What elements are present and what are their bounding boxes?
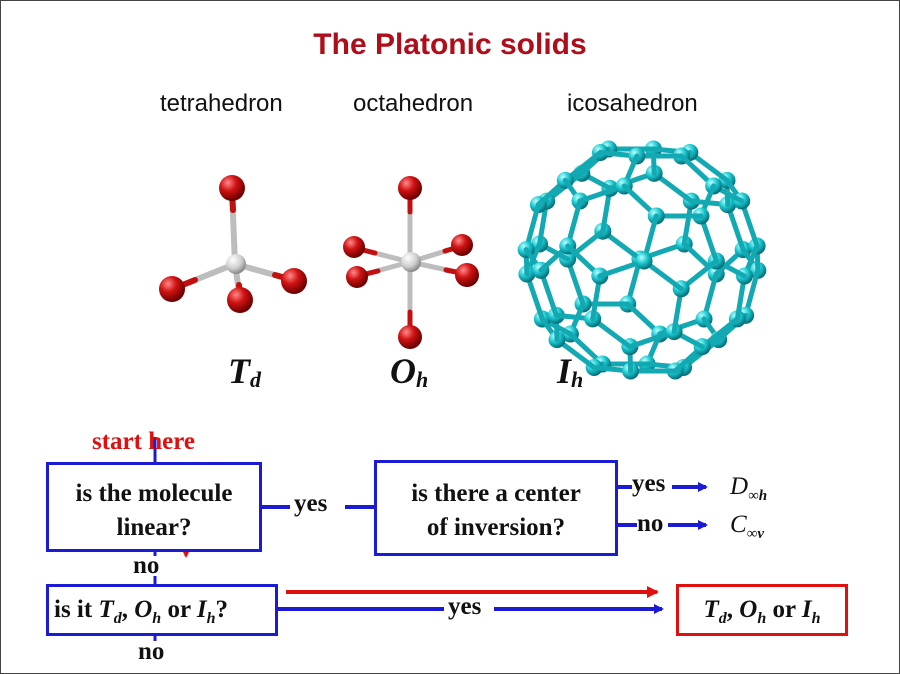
bucky-atom [635,252,653,270]
question-linear-box: is the molecule linear? [46,462,262,552]
octahedron-model [343,176,479,349]
no-label-linear: no [133,552,160,579]
slide-title: The Platonic solids [313,28,587,61]
symbol-oh: Oh [390,351,429,392]
label-octahedron: octahedron [353,90,474,117]
start-here-label: start here [92,428,195,455]
yes-label-inversion: yes [632,470,666,497]
no-label-inversion: no [637,510,664,537]
question-platonic-box: is it Td, Oh or Ih? [46,584,278,636]
question-linear-line2: linear? [116,514,192,541]
tetrahedron-model [159,175,307,313]
question-linear-line1: is the molecule [75,480,233,507]
molecule-models [159,140,767,380]
label-tetrahedron: tetrahedron [160,90,283,117]
yes-label-platonic: yes [448,593,482,620]
result-platonic-box: Td, Oh or Ih [676,584,848,636]
yes-label-linear: yes [294,490,328,517]
question-inversion-line1: is there a center [411,480,581,507]
no-label-platonic: no [138,638,165,665]
symbol-ih: Ih [557,351,584,392]
label-icosahedron: icosahedron [567,90,698,117]
question-inversion-line2: of inversion? [426,514,566,541]
icosahedron-model [517,140,767,380]
outcome-c-inf-v: C∞v [730,511,765,542]
symbol-td: Td [228,351,261,392]
question-inversion-box: is there a center of inversion? [374,460,618,556]
outcome-d-inf-h: D∞h [730,473,768,504]
